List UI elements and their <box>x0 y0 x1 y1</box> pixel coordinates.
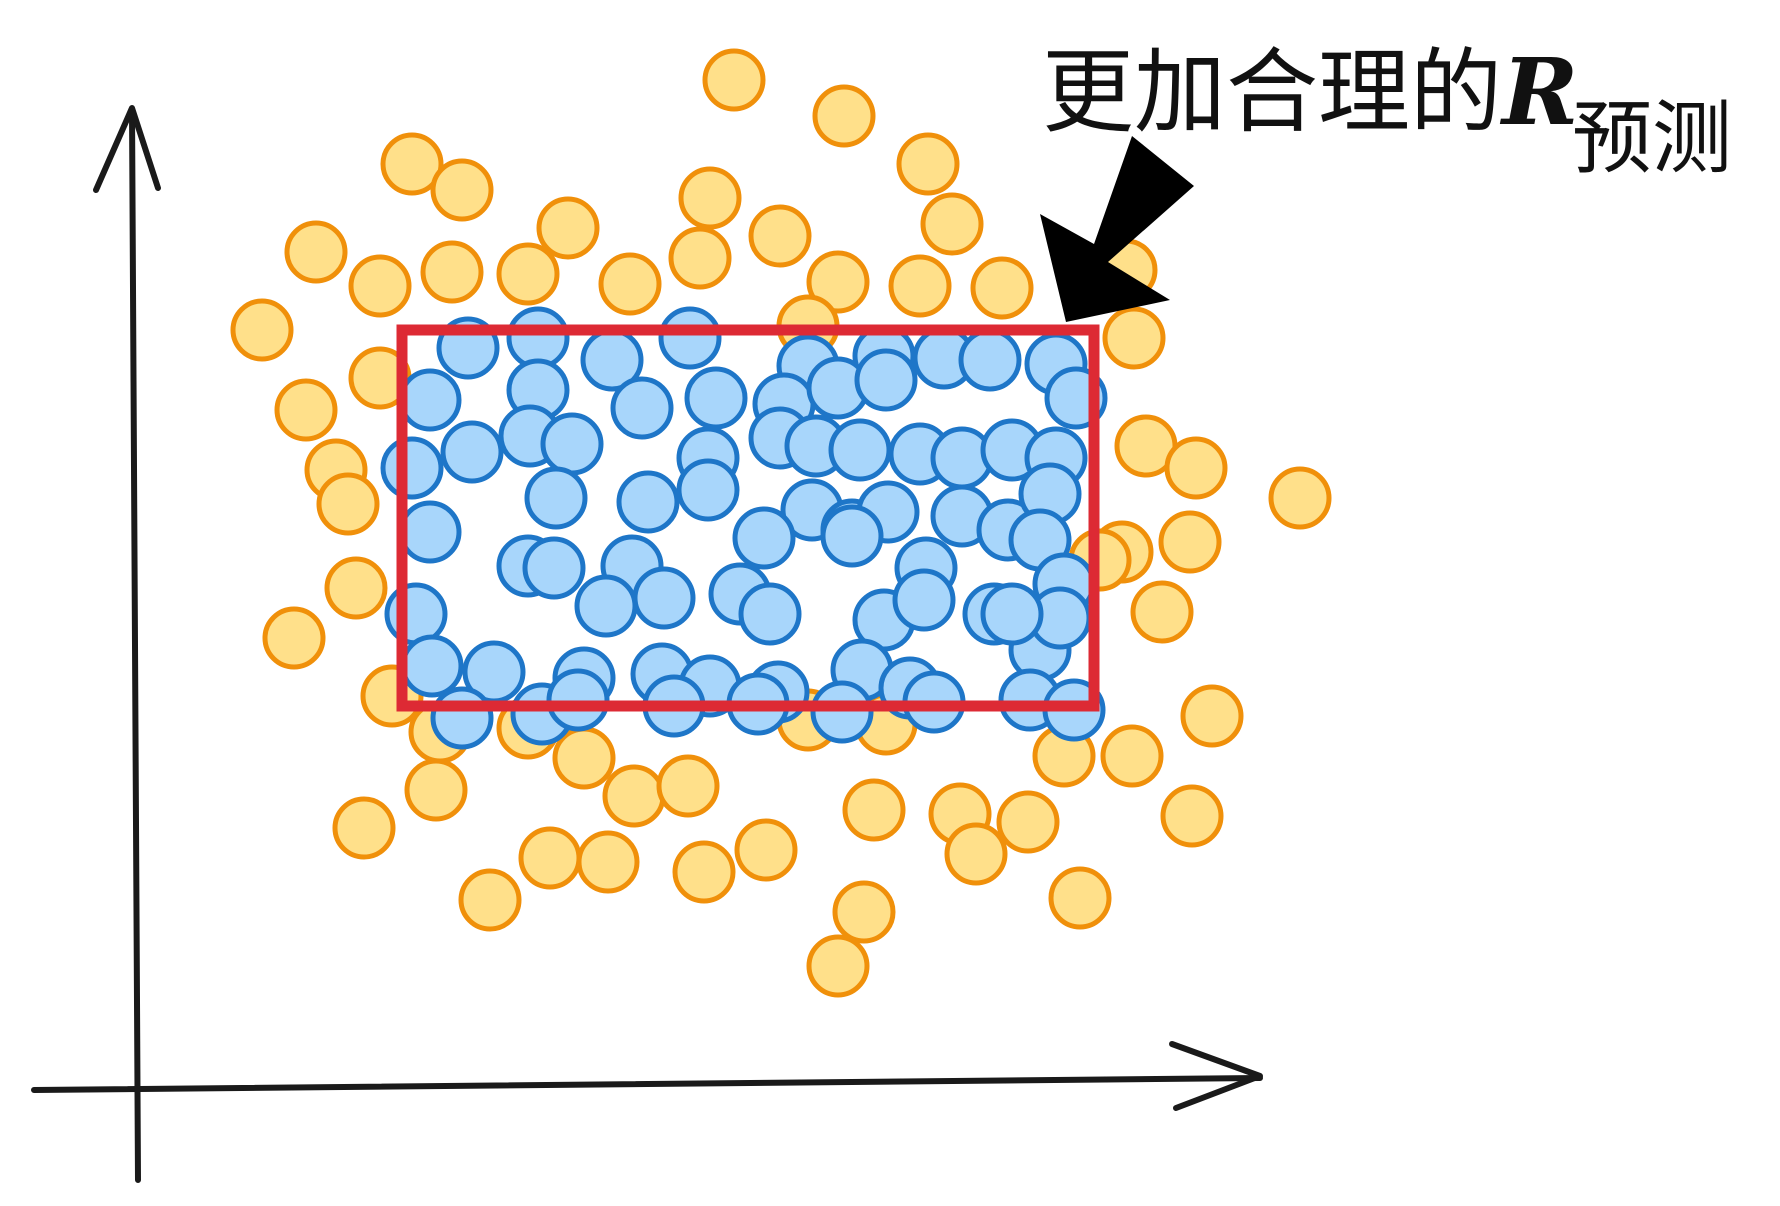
outer-point <box>1160 784 1224 848</box>
outer-point <box>576 830 640 894</box>
outer-point <box>920 192 984 256</box>
outer-point <box>896 132 960 196</box>
outer-point <box>1158 510 1222 574</box>
inner-point <box>676 458 740 522</box>
outer-point <box>420 240 484 304</box>
outer-point <box>458 868 522 932</box>
outer-point <box>284 220 348 284</box>
outer-point <box>944 822 1008 886</box>
inner-point <box>524 466 588 530</box>
outer-point <box>518 826 582 890</box>
inner-point <box>958 328 1022 392</box>
outer-point <box>668 226 732 290</box>
inner-point <box>398 368 462 432</box>
outer-point <box>672 840 736 904</box>
annotation-label: 更加合理的R <box>1042 38 1578 146</box>
inner-point <box>732 506 796 570</box>
inner-point <box>400 634 464 698</box>
inner-point <box>384 582 448 646</box>
outer-point <box>262 606 326 670</box>
outer-point <box>888 254 952 318</box>
inner-point <box>980 582 1044 646</box>
inner-point <box>616 470 680 534</box>
outer-point <box>274 378 338 442</box>
outer-point <box>230 298 294 362</box>
inner-point <box>892 568 956 632</box>
inner-points-group <box>380 306 1108 750</box>
outer-point <box>404 758 468 822</box>
outer-point <box>806 250 870 314</box>
axes <box>31 105 1263 1183</box>
outer-point <box>496 242 560 306</box>
annotation-subscript: 预测 <box>1572 92 1732 185</box>
outer-point <box>734 818 798 882</box>
inner-point <box>506 306 570 370</box>
callout-arrow <box>1040 136 1194 322</box>
inner-point <box>738 582 802 646</box>
outer-point <box>602 764 666 828</box>
outer-point <box>380 132 444 196</box>
outer-point <box>996 790 1060 854</box>
outer-point <box>1100 724 1164 788</box>
inner-point <box>820 504 884 568</box>
inner-point <box>380 436 444 500</box>
inner-point <box>658 306 722 370</box>
inner-point <box>398 500 462 564</box>
outer-points-group <box>230 48 1332 998</box>
x-axis-arrowhead <box>1169 1041 1263 1111</box>
outer-point <box>806 934 870 998</box>
inner-point <box>684 366 748 430</box>
inner-point <box>828 418 892 482</box>
outer-point <box>316 472 380 536</box>
inner-point <box>430 686 494 750</box>
outer-point <box>1180 684 1244 748</box>
outer-point <box>1268 466 1332 530</box>
inner-point <box>546 668 610 732</box>
y-axis <box>129 107 141 1183</box>
outer-point <box>536 196 600 260</box>
prediction-region-box <box>396 324 1100 712</box>
outer-point <box>842 778 906 842</box>
inner-point <box>610 376 674 440</box>
outer-point <box>678 166 742 230</box>
outer-point <box>832 880 896 944</box>
outer-point <box>598 252 662 316</box>
outer-point <box>1164 436 1228 500</box>
outer-point <box>748 204 812 268</box>
y-axis-arrowhead <box>93 105 161 193</box>
outer-point <box>970 256 1034 320</box>
outer-point <box>656 754 720 818</box>
inner-point <box>522 536 586 600</box>
outer-point <box>430 158 494 222</box>
outer-point <box>348 254 412 318</box>
outer-point <box>324 556 388 620</box>
inner-point <box>810 680 874 744</box>
outer-point <box>552 726 616 790</box>
inner-point <box>540 412 604 476</box>
outer-point <box>1048 866 1112 930</box>
outer-point <box>702 48 766 112</box>
inner-point <box>854 348 918 412</box>
outer-point <box>1102 306 1166 370</box>
inner-point <box>440 420 504 484</box>
outer-point <box>812 84 876 148</box>
outer-point <box>332 796 396 860</box>
x-axis <box>31 1075 1263 1093</box>
inner-point <box>574 574 638 638</box>
inner-point <box>632 566 696 630</box>
outer-point <box>1130 580 1194 644</box>
